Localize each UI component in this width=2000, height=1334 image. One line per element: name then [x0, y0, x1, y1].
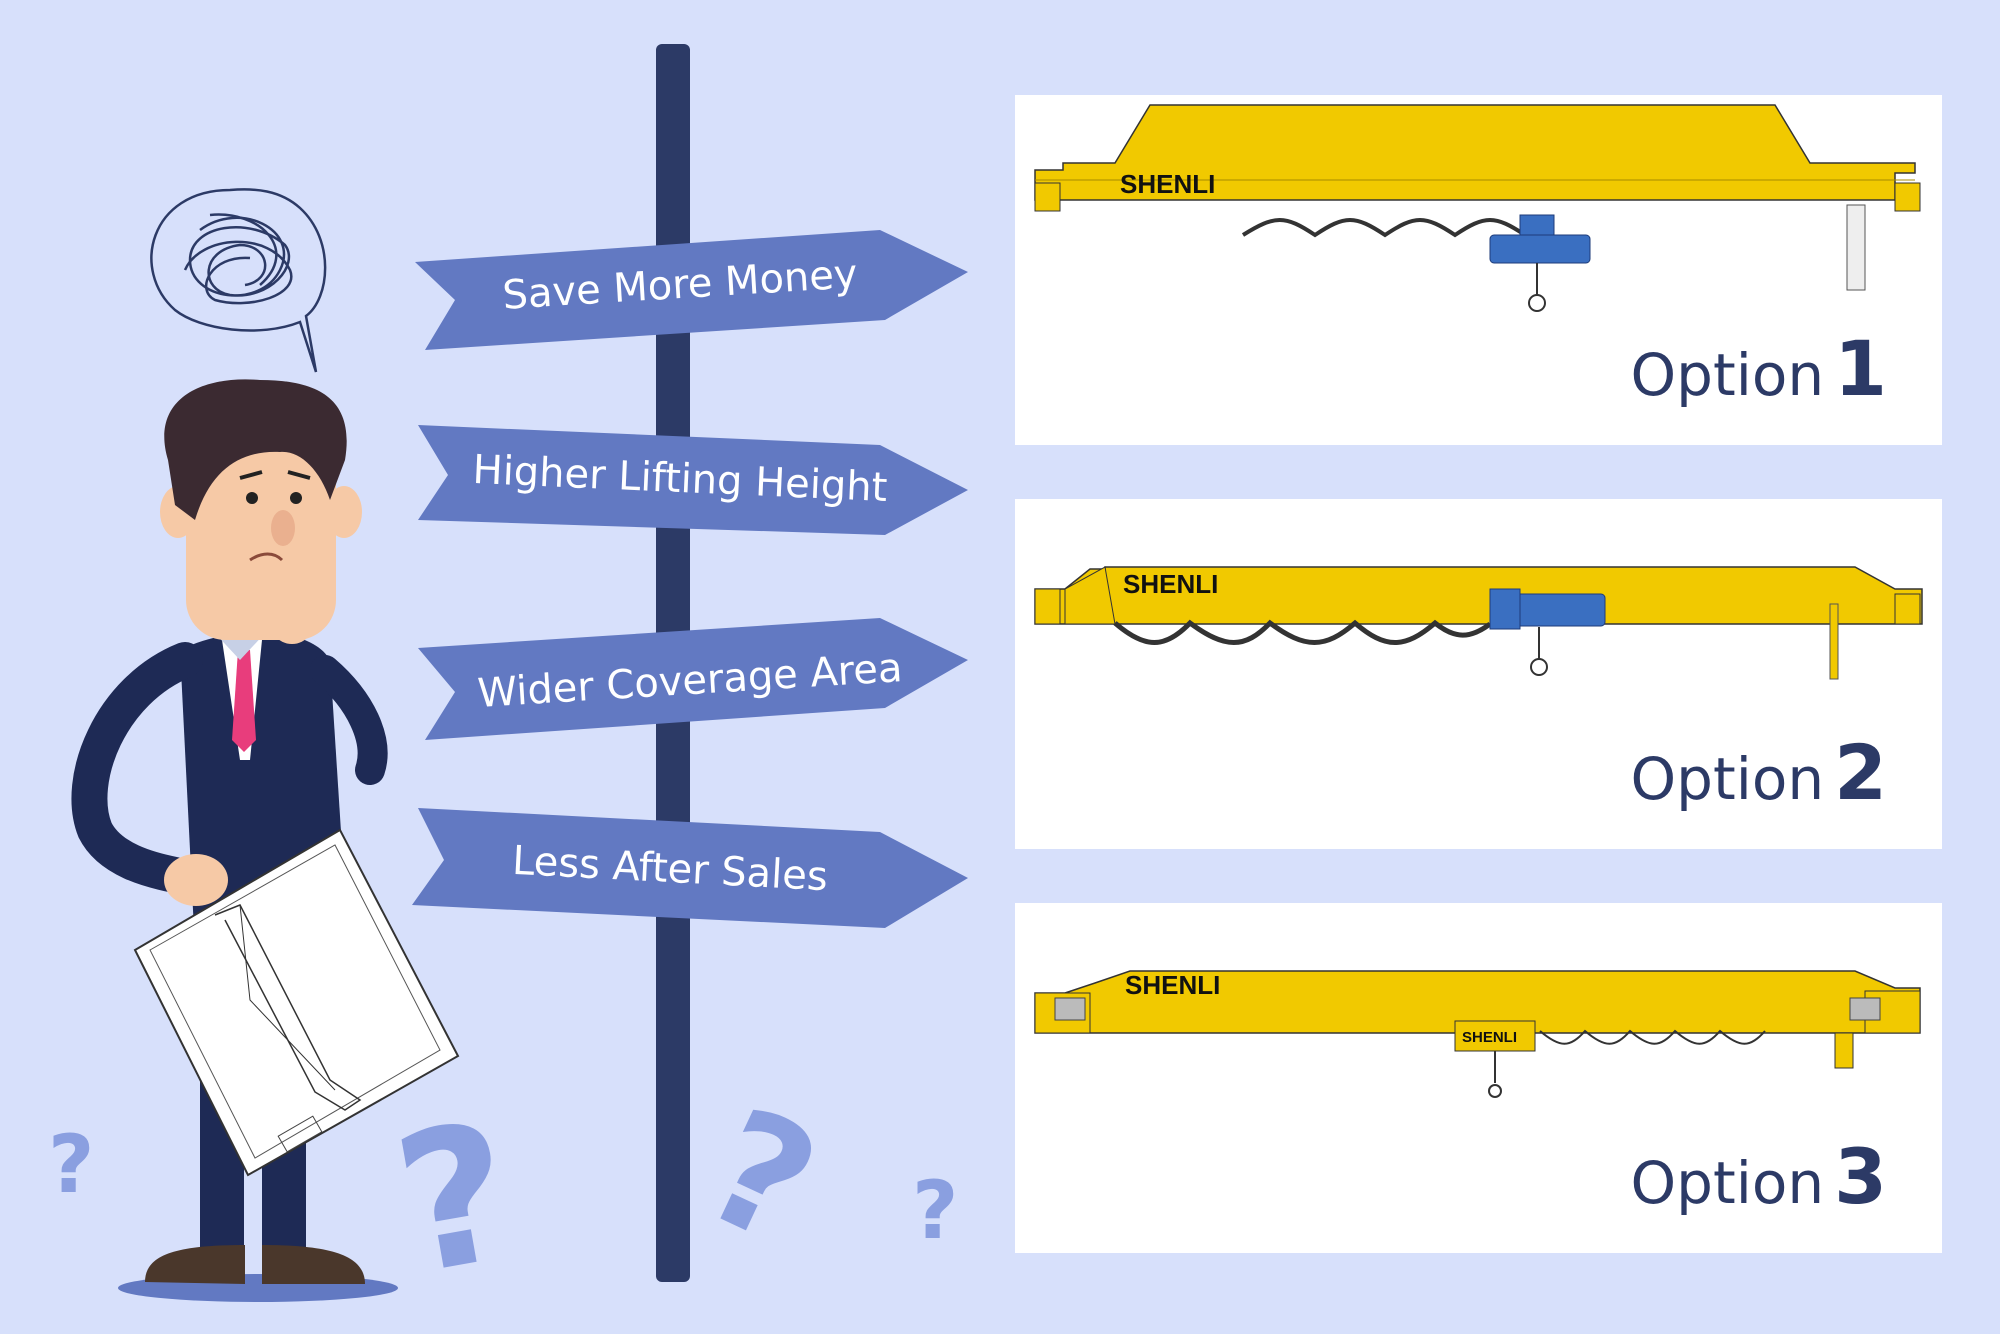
crane-drawing-3: SHENLI SHENLI: [1034, 970, 1921, 1098]
sign-arrow-3: [418, 618, 968, 740]
svg-text:?: ?: [912, 1164, 958, 1257]
brand-label-1: SHENLI: [1120, 169, 1215, 199]
option-number-3: 3: [1834, 1132, 1887, 1221]
option-word-2: Option: [1630, 745, 1825, 813]
sign-arrow-4: [412, 808, 968, 928]
sign-arrow-2: [418, 425, 968, 535]
crane-drawing-2: SHENLI: [1034, 566, 1923, 680]
sign-arrow-1: [415, 230, 968, 350]
option-word-1: Option: [1630, 341, 1825, 409]
option-number-1: 1: [1834, 324, 1887, 413]
brand-label-2: SHENLI: [1123, 569, 1218, 599]
brand-label-3: SHENLI: [1125, 970, 1220, 1000]
option-word-3: Option: [1630, 1149, 1825, 1217]
scribble-thought-bubble: [150, 188, 327, 373]
hoist-brand-label-3: SHENLI: [1462, 1029, 1517, 1046]
blueprint-drawing: [133, 828, 460, 1177]
crane-drawing-1: SHENLI: [1034, 104, 1921, 312]
option-number-2: 2: [1834, 728, 1887, 817]
svg-text:?: ?: [48, 1118, 94, 1211]
